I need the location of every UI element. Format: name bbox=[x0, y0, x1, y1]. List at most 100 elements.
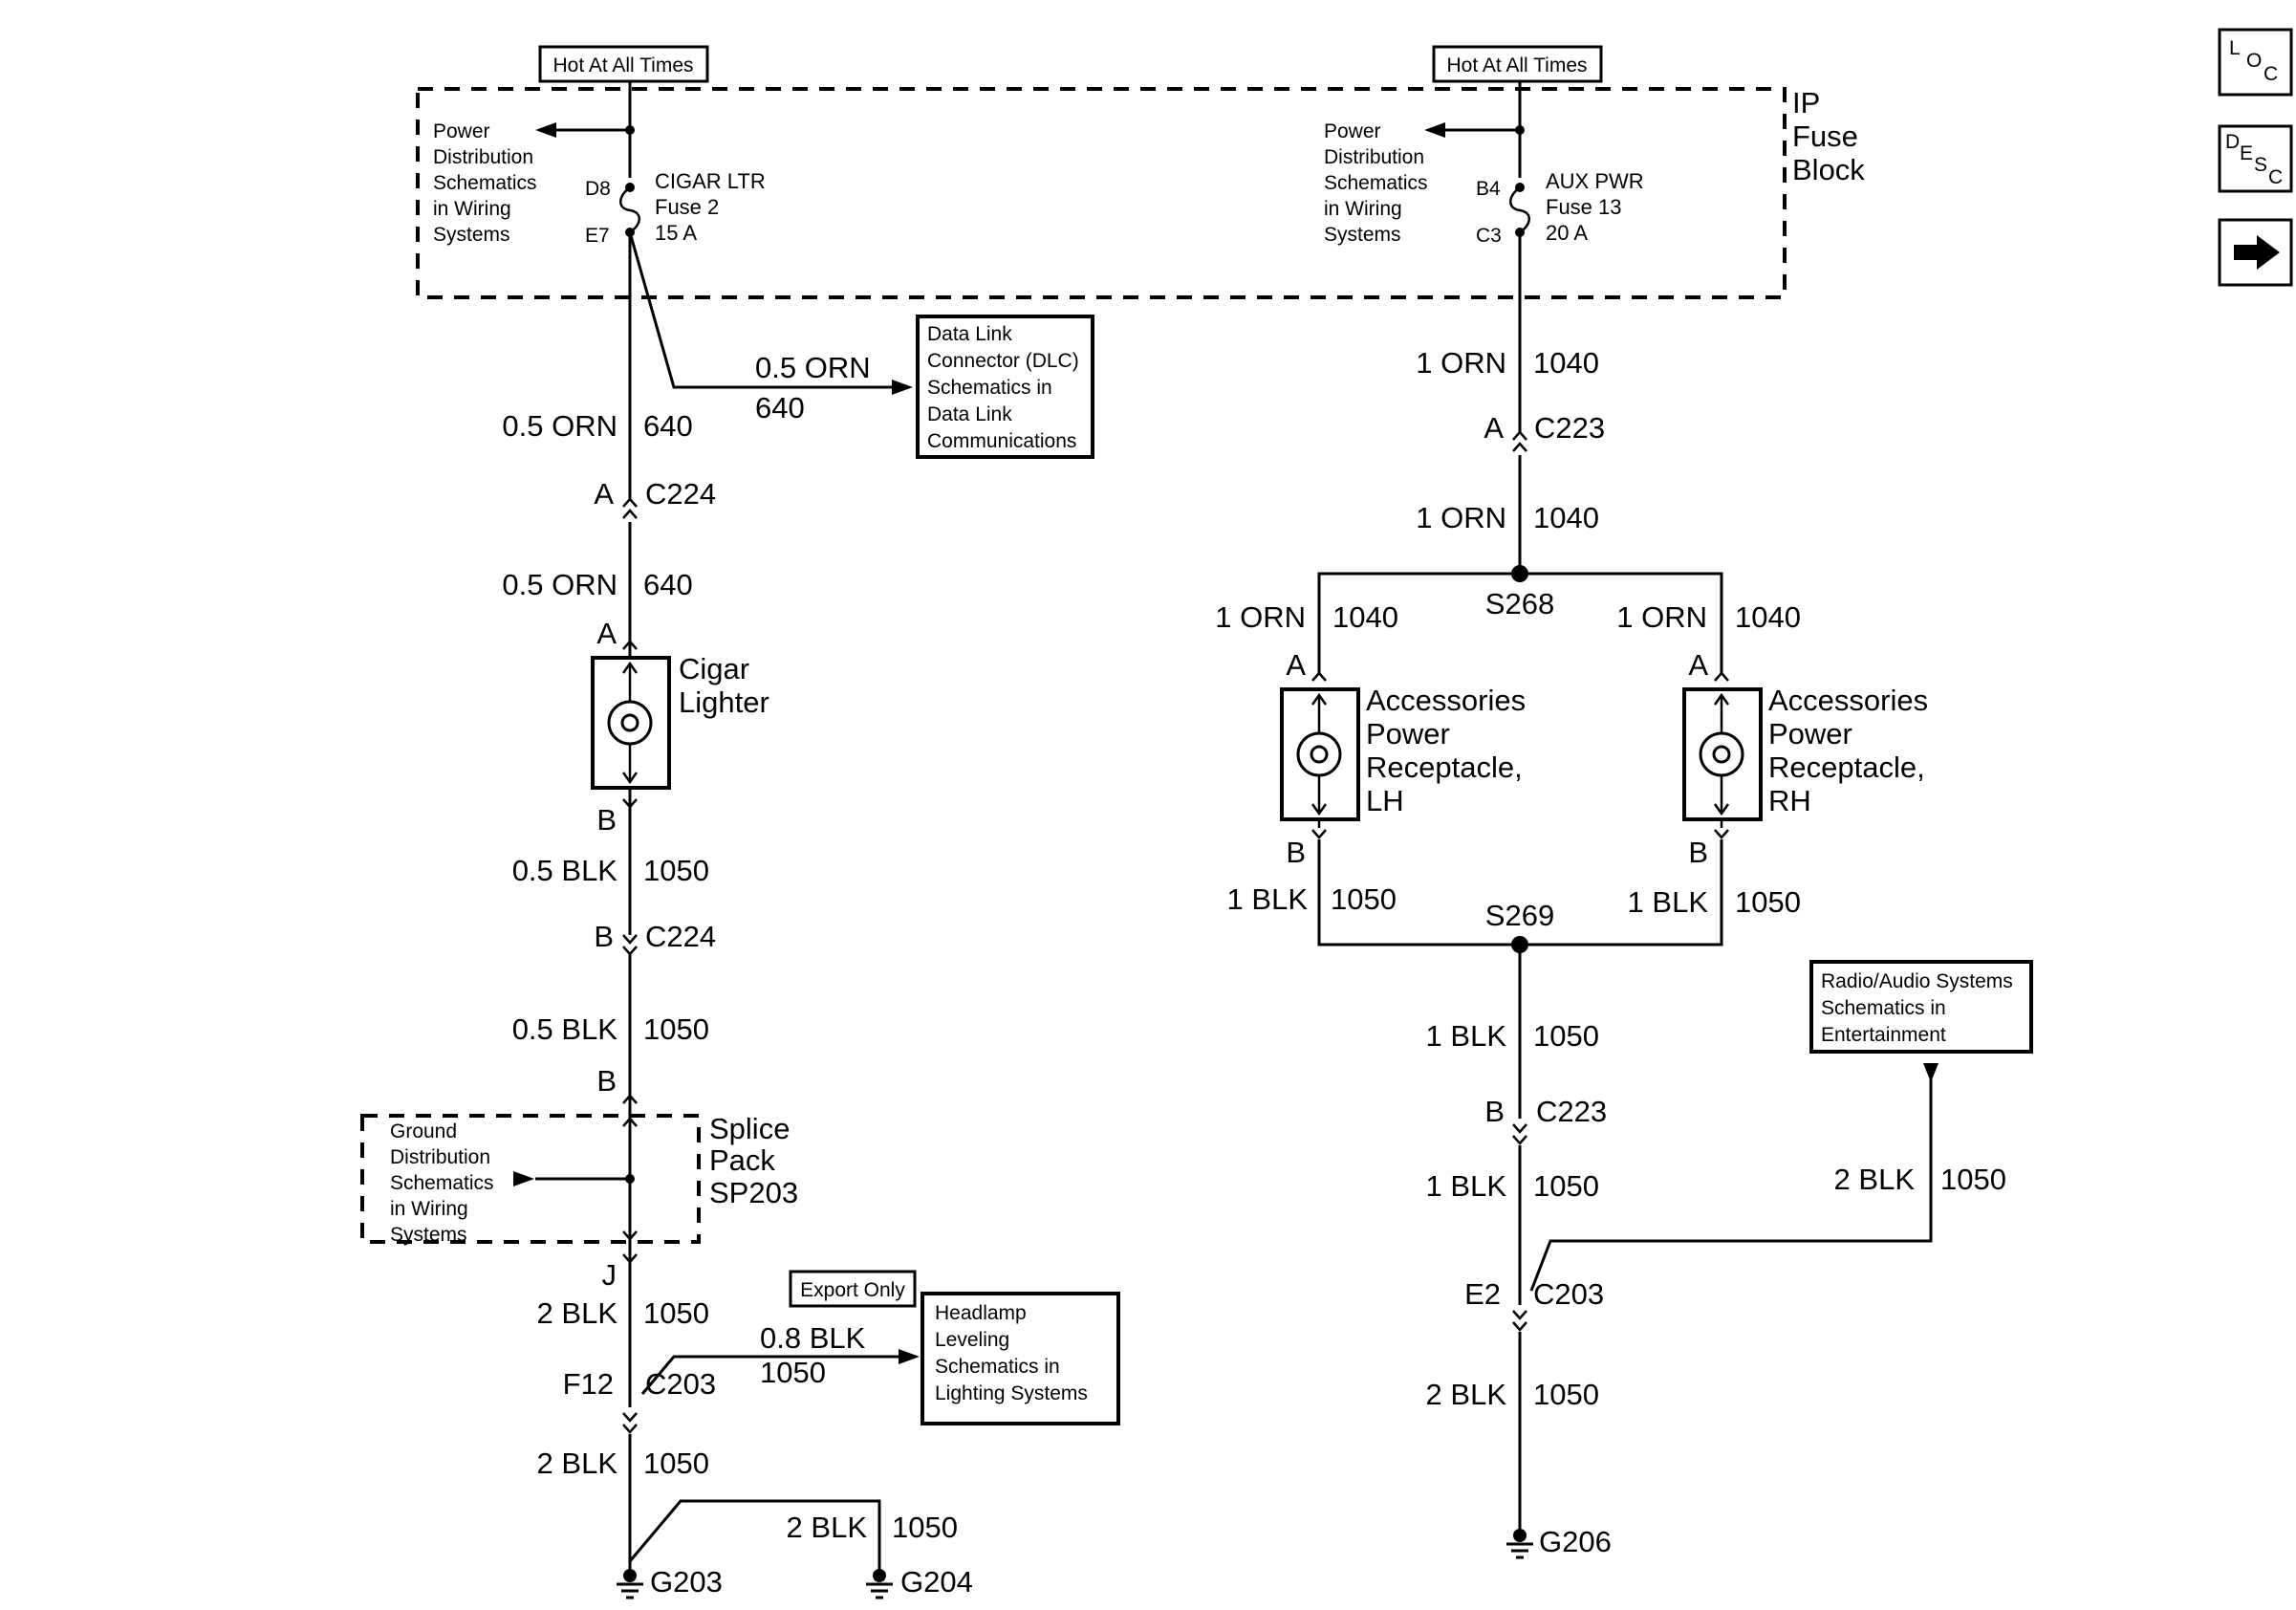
wire-gauge: 2 BLK bbox=[1426, 1378, 1507, 1411]
wire-gauge: 1 ORN bbox=[1616, 600, 1707, 634]
receptacle-rh-label-1: Accessories bbox=[1768, 684, 1928, 717]
power-dist-ref-left[interactable]: Power Distribution Schematics in Wiring … bbox=[433, 120, 537, 246]
desc-letter-1: D bbox=[2225, 131, 2240, 153]
wire-gauge: 0.5 BLK bbox=[512, 1012, 618, 1046]
splice-s268-icon bbox=[1511, 565, 1528, 582]
wire-circuit: 1040 bbox=[1533, 346, 1599, 380]
pin-icon bbox=[1311, 829, 1327, 839]
power-dist-ref-right-3: Schematics bbox=[1324, 172, 1428, 194]
pin-icon bbox=[622, 1094, 638, 1104]
arrow-right-icon bbox=[513, 1171, 534, 1186]
c224-pin-b: B bbox=[594, 920, 614, 953]
wire-gauge: 2 BLK bbox=[537, 1296, 618, 1330]
next-button[interactable] bbox=[2218, 218, 2293, 287]
junction-dot bbox=[625, 1174, 635, 1184]
arrow-up-icon bbox=[622, 1117, 638, 1127]
dlc-ref-4: Data Link bbox=[927, 403, 1012, 425]
wire-gauge: 2 BLK bbox=[537, 1447, 618, 1480]
power-dist-ref-right[interactable]: Power Distribution Schematics in Wiring … bbox=[1324, 120, 1428, 246]
radio-ref-2: Schematics in bbox=[1821, 997, 1946, 1019]
c223-name-a: C223 bbox=[1534, 411, 1605, 445]
radio-wire-circuit: 1050 bbox=[1940, 1163, 2006, 1196]
loc-letter-3: C bbox=[2264, 63, 2278, 85]
splice-pack-pin-j: J bbox=[602, 1258, 617, 1292]
wire-circuit: 640 bbox=[643, 409, 693, 443]
export-only-label: Export Only bbox=[789, 1270, 917, 1308]
arrow-left-icon bbox=[1424, 122, 1445, 138]
ground-dist-ref-3: Schematics bbox=[390, 1172, 494, 1194]
power-dist-ref-left-1: Power bbox=[433, 120, 490, 142]
wire-circuit: 1050 bbox=[1735, 885, 1801, 919]
wire-circuit: 1040 bbox=[1332, 600, 1398, 634]
wire-circuit: 1040 bbox=[1533, 501, 1599, 534]
splice-pack-pin-b: B bbox=[596, 1064, 617, 1098]
splice-pack-label: Splice Pack SP203 bbox=[709, 1112, 798, 1209]
connector-c224-b-icon bbox=[622, 934, 638, 945]
dlc-wire-gauge: 0.5 ORN bbox=[755, 351, 871, 384]
desc-button[interactable]: D E S C bbox=[2218, 124, 2293, 193]
c223-name-b: C223 bbox=[1536, 1095, 1607, 1128]
fuse-left-label-3: 15 A bbox=[655, 221, 697, 245]
splice-pack-label-1: Splice bbox=[709, 1112, 790, 1145]
wire-circuit: 640 bbox=[643, 568, 693, 601]
receptacle-rh-pin-a: A bbox=[1688, 648, 1708, 682]
pin-icon bbox=[622, 798, 638, 809]
power-dist-ref-left-5: Systems bbox=[433, 224, 510, 246]
loc-button[interactable]: L O C bbox=[2218, 28, 2293, 97]
radio-ref[interactable]: Radio/Audio Systems Schematics in Entert… bbox=[1809, 960, 2033, 1054]
c203-left-name: C203 bbox=[645, 1367, 716, 1401]
power-dist-ref-right-1: Power bbox=[1324, 120, 1381, 142]
ground-dist-ref[interactable]: Ground Distribution Schematics in Wiring… bbox=[390, 1120, 494, 1246]
wire-circuit: 1040 bbox=[1735, 600, 1801, 634]
dlc-ref-5: Communications bbox=[927, 430, 1076, 452]
headlamp-ref[interactable]: Headlamp Leveling Schematics in Lighting… bbox=[921, 1292, 1120, 1425]
power-dist-ref-right-2: Distribution bbox=[1324, 146, 1424, 168]
wire-circuit: 1050 bbox=[1533, 1169, 1599, 1203]
arrow-down-icon bbox=[1713, 803, 1730, 816]
receptacle-rh-pin-b: B bbox=[1688, 836, 1708, 869]
loc-letter-1: L bbox=[2229, 37, 2241, 59]
wire-gauge: 0.5 ORN bbox=[502, 409, 617, 443]
receptacle-lh-label-3: Receptacle, bbox=[1366, 751, 1523, 784]
cigar-lighter-label-1: Cigar bbox=[679, 652, 749, 685]
g204-label: G204 bbox=[900, 1565, 973, 1599]
radio-ref-3: Entertainment bbox=[1821, 1024, 1946, 1046]
power-dist-ref-left-4: in Wiring bbox=[433, 198, 511, 220]
s268-label: S268 bbox=[1485, 587, 1554, 620]
dlc-ref[interactable]: Data Link Connector (DLC) Schematics in … bbox=[916, 315, 1094, 459]
c223-pin-a: A bbox=[1484, 411, 1504, 445]
fuse-right-label-2: Fuse 13 bbox=[1546, 195, 1622, 219]
fuse-right-label-3: 20 A bbox=[1546, 221, 1588, 245]
arrow-down-icon bbox=[622, 1230, 638, 1241]
connector-c203-icon bbox=[1512, 1321, 1527, 1332]
fuse-left-label-2: Fuse 2 bbox=[655, 195, 719, 219]
fuse-left-label-1: CIGAR LTR bbox=[655, 169, 766, 193]
arrow-down-icon bbox=[1923, 1063, 1939, 1082]
dlc-wire-circuit: 640 bbox=[755, 391, 805, 424]
ip-fuse-block-label-1: IP bbox=[1792, 86, 1820, 120]
desc-letter-4: C bbox=[2268, 166, 2283, 188]
arrow-down-icon bbox=[621, 772, 639, 785]
wire-gauge: 1 BLK bbox=[1426, 1169, 1507, 1203]
junction-dot bbox=[625, 125, 635, 135]
connector-c203-icon bbox=[622, 1412, 638, 1423]
g204-wire-gauge: 2 BLK bbox=[787, 1511, 868, 1544]
headlamp-ref-2: Leveling bbox=[935, 1329, 1009, 1351]
pin-icon bbox=[622, 640, 638, 650]
ground-icon bbox=[1513, 1529, 1527, 1542]
desc-letter-3: S bbox=[2254, 154, 2267, 176]
wire-1050-headlamp bbox=[640, 1355, 899, 1395]
cigar-lighter-label: Cigar Lighter bbox=[679, 652, 769, 719]
power-dist-ref-right-5: Systems bbox=[1324, 224, 1401, 246]
g206-label: G206 bbox=[1539, 1525, 1612, 1558]
dlc-ref-1: Data Link bbox=[927, 323, 1012, 345]
fuse-right-pin-top: B4 bbox=[1476, 178, 1501, 200]
wire-gauge: 1 BLK bbox=[1426, 1019, 1507, 1053]
connector-c223-b-icon bbox=[1512, 1123, 1527, 1134]
desc-letter-2: E bbox=[2240, 142, 2253, 164]
c224-name-b: C224 bbox=[645, 920, 716, 953]
cigar-lighter-label-2: Lighter bbox=[679, 685, 769, 719]
connector-c203-icon bbox=[622, 1424, 638, 1434]
dlc-ref-3: Schematics in bbox=[927, 377, 1052, 399]
hot-label-right-text: Hot At All Times bbox=[1446, 54, 1587, 76]
